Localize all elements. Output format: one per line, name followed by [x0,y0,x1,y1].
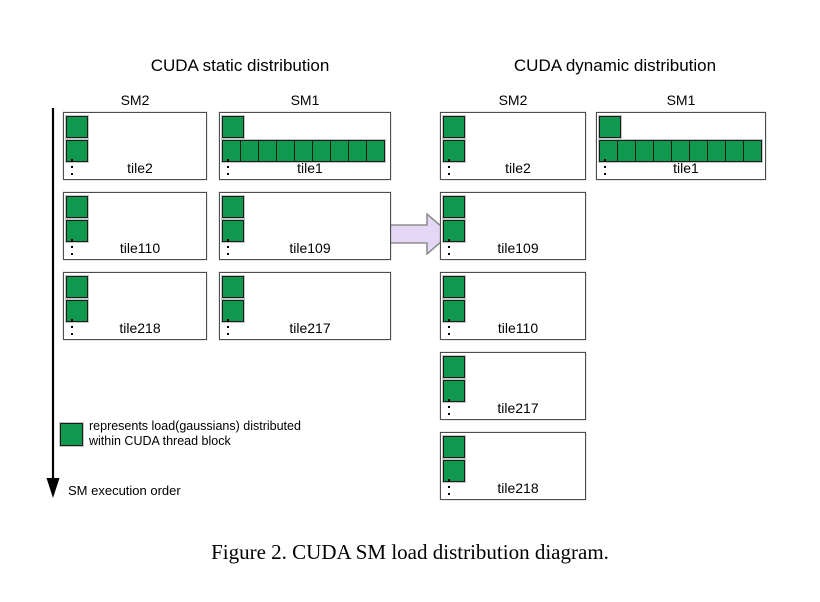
load-block [671,140,690,162]
load-block [276,140,295,162]
sm-execution-order-axis [44,108,62,498]
tile-box-static-sm1-tile217[interactable]: tile217 [219,272,391,340]
load-block [222,300,244,322]
load-block [66,276,88,298]
load-block [258,140,277,162]
load-block [443,460,465,482]
vertical-ellipsis-icon [70,239,74,255]
load-block [294,140,313,162]
vertical-ellipsis-icon [226,239,230,255]
load-block [707,140,726,162]
vertical-ellipsis-icon [70,159,74,175]
vertical-ellipsis-icon [603,159,607,175]
figure-caption: Figure 2. CUDA SM load distribution diag… [211,540,609,564]
tile-box-dynamic-sm2-tile218[interactable]: tile218 [440,432,586,500]
tile-label: tile217 [289,320,331,336]
sm-column-label-dynamic-sm2: SM2 [498,92,528,108]
load-block [348,140,367,162]
transition-arrow-icon [389,212,452,256]
tile-label: tile109 [289,240,331,256]
load-block [222,140,241,162]
tile-label: tile109 [497,240,539,256]
vertical-ellipsis-icon [447,479,451,495]
tile-label: tile1 [297,160,323,176]
load-block [66,220,88,242]
vertical-ellipsis-icon [226,159,230,175]
sm-column-label-static-sm1: SM1 [290,92,320,108]
tile-label: tile110 [119,240,161,256]
load-block [599,140,618,162]
load-block [330,140,349,162]
tile-label: tile110 [497,320,539,336]
load-block [617,140,636,162]
tile-label: tile218 [119,320,161,336]
load-block [653,140,672,162]
load-block [222,276,244,298]
load-block [66,140,88,162]
vertical-ellipsis-icon [70,319,74,335]
load-block [743,140,762,162]
down-arrow-icon [46,108,60,498]
tile-label: tile217 [497,400,539,416]
tile-box-dynamic-sm2-tile217[interactable]: tile217 [440,352,586,420]
vertical-ellipsis-icon [447,239,451,255]
load-block [443,276,465,298]
load-block [222,196,244,218]
load-block [443,220,465,242]
load-block [725,140,744,162]
sm-column-label-static-sm2: SM2 [120,92,150,108]
load-block [443,356,465,378]
load-block [366,140,385,162]
load-block [443,140,465,162]
vertical-ellipsis-icon [447,319,451,335]
tile-box-dynamic-sm1-tile1[interactable]: tile1 [596,112,766,180]
load-block [599,116,621,138]
load-block [443,196,465,218]
tile-label: tile218 [497,480,539,496]
panel-title-dynamic: CUDA dynamic distribution [513,56,717,75]
legend-description: represents load(gaussians) distributed w… [89,419,301,448]
legend-color-swatch [60,423,83,446]
load-block [443,116,465,138]
load-block [312,140,331,162]
tile-box-dynamic-sm2-tile109[interactable]: tile109 [440,192,586,260]
load-block-row [222,140,385,162]
sm-column-label-dynamic-sm1: SM1 [666,92,696,108]
load-block [443,380,465,402]
load-block [689,140,708,162]
panel-title-static: CUDA static distribution [150,56,330,75]
tile-label: tile1 [673,160,699,176]
tile-label: tile2 [505,160,531,176]
tile-box-static-sm1-tile109[interactable]: tile109 [219,192,391,260]
vertical-ellipsis-icon [226,319,230,335]
load-block [443,300,465,322]
tile-box-static-sm2-tile110[interactable]: tile110 [63,192,207,260]
tile-box-static-sm2-tile2[interactable]: tile2 [63,112,207,180]
load-block [222,116,244,138]
load-block [240,140,259,162]
tile-box-dynamic-sm2-tile2[interactable]: tile2 [440,112,586,180]
load-block [443,436,465,458]
tile-box-static-sm1-tile1[interactable]: tile1 [219,112,391,180]
tile-label: tile2 [127,160,153,176]
load-block [66,300,88,322]
tile-box-dynamic-sm2-tile110[interactable]: tile110 [440,272,586,340]
load-block [635,140,654,162]
tile-box-static-sm2-tile218[interactable]: tile218 [63,272,207,340]
load-block [66,196,88,218]
load-block [222,220,244,242]
load-block [66,116,88,138]
load-block-row [599,140,762,162]
vertical-ellipsis-icon [447,399,451,415]
vertical-ellipsis-icon [447,159,451,175]
sm-execution-order-label: SM execution order [68,483,181,498]
